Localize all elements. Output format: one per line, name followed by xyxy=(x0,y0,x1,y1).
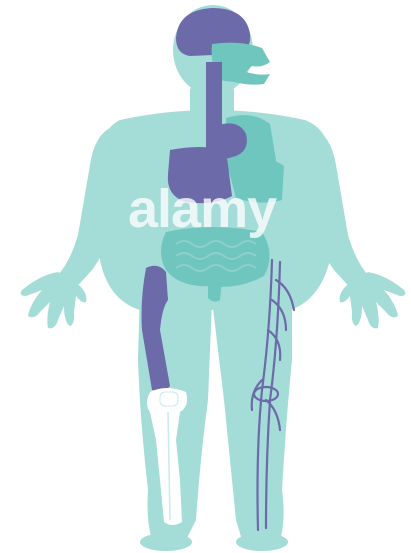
right-leg xyxy=(212,290,292,540)
kneecap xyxy=(160,392,178,406)
stomach-lower xyxy=(168,147,232,203)
left-foot xyxy=(140,533,192,551)
appendix xyxy=(208,280,222,302)
right-foot xyxy=(236,533,288,551)
intestines xyxy=(161,227,270,287)
